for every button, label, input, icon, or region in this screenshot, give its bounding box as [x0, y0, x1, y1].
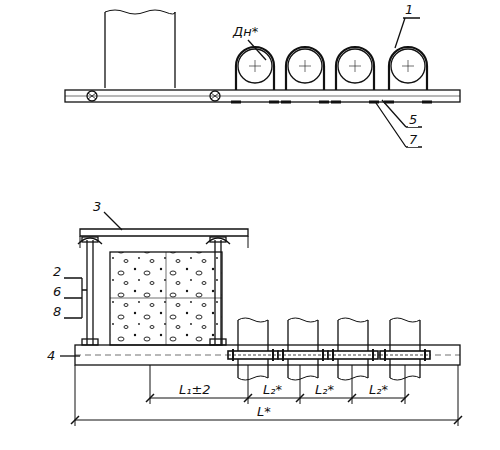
callout-number: 2 — [52, 264, 62, 279]
tie-rods — [78, 237, 230, 345]
leader-line — [248, 40, 266, 60]
diameter-mark: Дн* — [232, 24, 259, 39]
leader-line — [60, 355, 80, 356]
dimension-label: L₁±2 — [178, 382, 212, 397]
bolts-top — [87, 91, 220, 101]
beam-top — [65, 90, 460, 102]
callout-number: 1 — [404, 2, 414, 17]
dimension-label: L₂* — [262, 382, 283, 397]
leader-line — [376, 103, 422, 147]
callout-number: 6 — [52, 284, 62, 299]
callout-number: 7 — [408, 132, 418, 147]
pipes-side — [228, 318, 430, 380]
top-plate — [80, 229, 248, 236]
callout-number: 3 — [92, 199, 102, 214]
leader-line — [382, 100, 422, 127]
dimension-label: L₂* — [314, 382, 335, 397]
callout-number: 8 — [52, 304, 62, 319]
leader-line — [395, 18, 420, 48]
dimension-label: L₂* — [368, 382, 389, 397]
dimension-lines — [71, 365, 462, 426]
leader-line — [104, 212, 122, 230]
column-section — [110, 252, 222, 345]
leader-line — [64, 278, 87, 318]
callout-number: 4 — [46, 348, 56, 363]
column-top — [105, 10, 175, 88]
dimension-label: L* — [256, 404, 272, 419]
callout-number: 5 — [408, 112, 418, 127]
